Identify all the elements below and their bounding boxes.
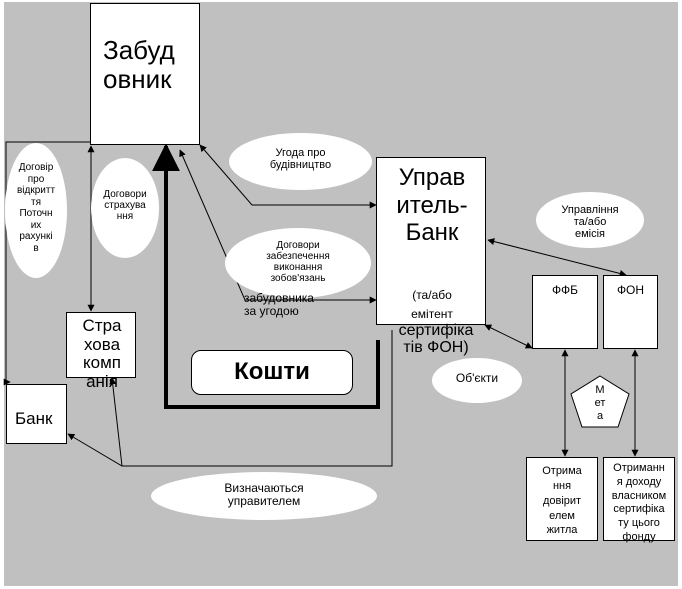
fon-label: ФОН [616, 283, 645, 297]
manager-bank-subtitle: (та/або емітент [411, 288, 453, 322]
manager-bank-box: Управ итель- Банк (та/або емітент [376, 157, 486, 325]
fon-box: ФОН [603, 275, 658, 349]
insurance-box: Стра хова комп анія [66, 312, 136, 391]
funds-flow-line [152, 143, 380, 409]
insurance-contracts-ellipse: Договори страхува ння [91, 158, 159, 258]
insurance-contracts-label: Договори страхува ння [103, 189, 147, 222]
cert-income-box: Отриманн я доходу власником сертифіка ту… [603, 457, 675, 543]
construction-agreement-label: Угода про будівництво [269, 147, 332, 172]
manager-ffb-connector [484, 324, 533, 349]
developer-box: Забуд овник [90, 3, 200, 145]
construction-agreement-ellipse: Угода про будівництво [229, 133, 372, 190]
goal-pentagon [570, 375, 630, 428]
insurance-defined-connector [109, 377, 123, 467]
funds-label: Кошти [234, 358, 310, 385]
ffb-label: ФФБ [551, 283, 579, 297]
trust-recipient-box: Отрима ння довірит елем житла [526, 457, 598, 541]
insurance-label: Стра хова комп анія [82, 316, 122, 392]
security-contracts-ellipse: Договори забезпечення виконання зобов'яз… [225, 228, 371, 298]
manager-defined-connector [67, 330, 393, 467]
management-emission-label: Управління та/або емісія [561, 204, 619, 241]
management-emission-ellipse: Управління та/або емісія [536, 192, 644, 248]
manager-bank-title: Управ итель- Банк [396, 164, 468, 247]
security-contracts-connector [179, 149, 377, 304]
current-account-ellipse: Договір про відкритт тя Поточн их рахунк… [5, 143, 67, 278]
funds-box: Кошти [191, 350, 353, 395]
objects-ellipse: Об'єкти [432, 358, 522, 403]
security-contracts-label: Договори забезпечення виконання зобов'яз… [266, 240, 330, 284]
bank-box: Банк [6, 384, 67, 444]
trust-recipient-label: Отрима ння довірит елем житла [542, 465, 582, 537]
cert-income-label: Отриманн я доходу власником сертифіка ту… [611, 462, 667, 543]
manager-bank-certificates: сертифіка тів ФОН) [398, 322, 474, 356]
developer-label: Забуд овник [103, 35, 175, 94]
current-account-label: Договір про відкритт тя Поточн их рахунк… [16, 162, 56, 254]
bank-label: Банк [15, 409, 53, 428]
defined-by-manager-label: Визначаються управителем [224, 481, 304, 509]
goal-label: М ет а [594, 384, 606, 423]
defined-by-manager-ellipse: Визначаються управителем [151, 472, 377, 520]
by-agreement-label: забудовника за угодою [244, 291, 314, 319]
ffb-box: ФФБ [532, 275, 598, 349]
manager-fon-connector [487, 238, 627, 277]
objects-label: Об'єкти [455, 371, 499, 385]
current-account-connector [3, 141, 91, 386]
